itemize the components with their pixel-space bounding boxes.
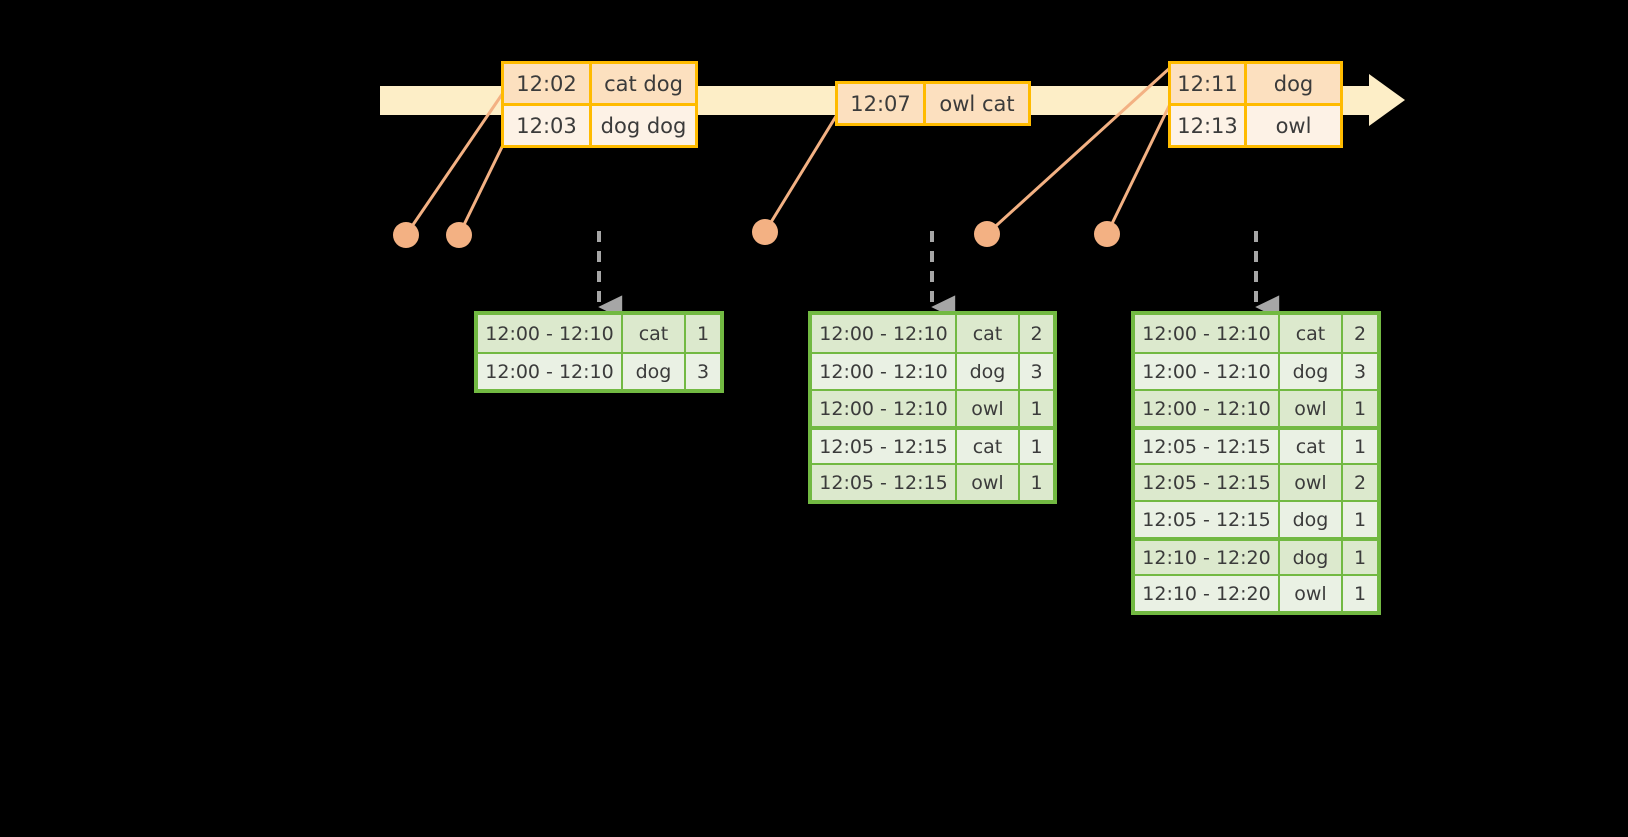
window-range-cell: 12:10 - 12:20 xyxy=(1135,541,1278,574)
event-words: dog dog xyxy=(589,106,695,145)
count-cell: 1 xyxy=(1341,541,1377,574)
count-cell: 2 xyxy=(1018,315,1053,352)
window-range-cell: 12:00 - 12:10 xyxy=(812,354,955,389)
word-cell: owl xyxy=(1278,576,1341,611)
window-range-cell: 12:05 - 12:15 xyxy=(1135,430,1278,463)
word-cell: owl xyxy=(955,391,1018,426)
event-timestamp: 12:02 xyxy=(504,64,589,103)
count-cell: 1 xyxy=(1018,391,1053,426)
word-cell: dog xyxy=(1278,502,1341,537)
event-dot-4[interactable] xyxy=(974,221,1000,247)
word-cell: cat xyxy=(621,315,684,352)
event-dot-1[interactable] xyxy=(393,222,419,248)
event-dot-5[interactable] xyxy=(1094,221,1120,247)
event-timestamp: 12:03 xyxy=(504,106,589,145)
word-cell: dog xyxy=(621,354,684,389)
window-range-cell: 12:05 - 12:15 xyxy=(812,430,955,463)
word-cell: cat xyxy=(955,315,1018,352)
word-cell: cat xyxy=(1278,315,1341,352)
count-cell: 3 xyxy=(684,354,720,389)
word-cell: dog xyxy=(1278,354,1341,389)
window-range-cell: 12:00 - 12:10 xyxy=(812,391,955,426)
word-cell: dog xyxy=(1278,541,1341,574)
window-range-cell: 12:05 - 12:15 xyxy=(1135,465,1278,500)
window-range-cell: 12:00 - 12:10 xyxy=(478,354,621,389)
count-cell: 1 xyxy=(1341,576,1377,611)
window-range-cell: 12:00 - 12:10 xyxy=(1135,354,1278,389)
window-range-cell: 12:05 - 12:15 xyxy=(1135,502,1278,537)
wire-evt2-dot3 xyxy=(763,112,840,233)
window-range-cell: 12:00 - 12:10 xyxy=(812,315,955,352)
word-cell: owl xyxy=(1278,391,1341,426)
word-cell: owl xyxy=(955,465,1018,500)
event-words: dog xyxy=(1244,64,1340,103)
window-range-cell: 12:00 - 12:10 xyxy=(1135,315,1278,352)
wire-evt3-dot5 xyxy=(1105,99,1174,235)
word-cell: cat xyxy=(955,430,1018,463)
count-cell: 1 xyxy=(1341,430,1377,463)
event-timestamp: 12:13 xyxy=(1171,106,1244,145)
event-words: owl xyxy=(1244,106,1340,145)
count-cell: 3 xyxy=(1341,354,1377,389)
count-cell: 1 xyxy=(1018,430,1053,463)
word-cell: dog xyxy=(955,354,1018,389)
count-cell: 3 xyxy=(1018,354,1053,389)
count-cell: 1 xyxy=(1341,391,1377,426)
count-cell: 1 xyxy=(1018,465,1053,500)
count-cell: 2 xyxy=(1341,315,1377,352)
window-range-cell: 12:00 - 12:10 xyxy=(1135,391,1278,426)
count-cell: 2 xyxy=(1341,465,1377,500)
word-cell: owl xyxy=(1278,465,1341,500)
event-words: owl cat xyxy=(923,84,1028,123)
window-range-cell: 12:10 - 12:20 xyxy=(1135,576,1278,611)
word-cell: cat xyxy=(1278,430,1341,463)
event-words: cat dog xyxy=(589,64,695,103)
event-timestamp: 12:07 xyxy=(838,84,923,123)
event-dot-3[interactable] xyxy=(752,219,778,245)
event-dot-2[interactable] xyxy=(446,222,472,248)
count-cell: 1 xyxy=(1341,502,1377,537)
window-range-cell: 12:00 - 12:10 xyxy=(478,315,621,352)
window-range-cell: 12:05 - 12:15 xyxy=(812,465,955,500)
count-cell: 1 xyxy=(684,315,720,352)
event-timestamp: 12:11 xyxy=(1171,64,1244,103)
timeline-arrowhead-icon xyxy=(1369,74,1405,126)
